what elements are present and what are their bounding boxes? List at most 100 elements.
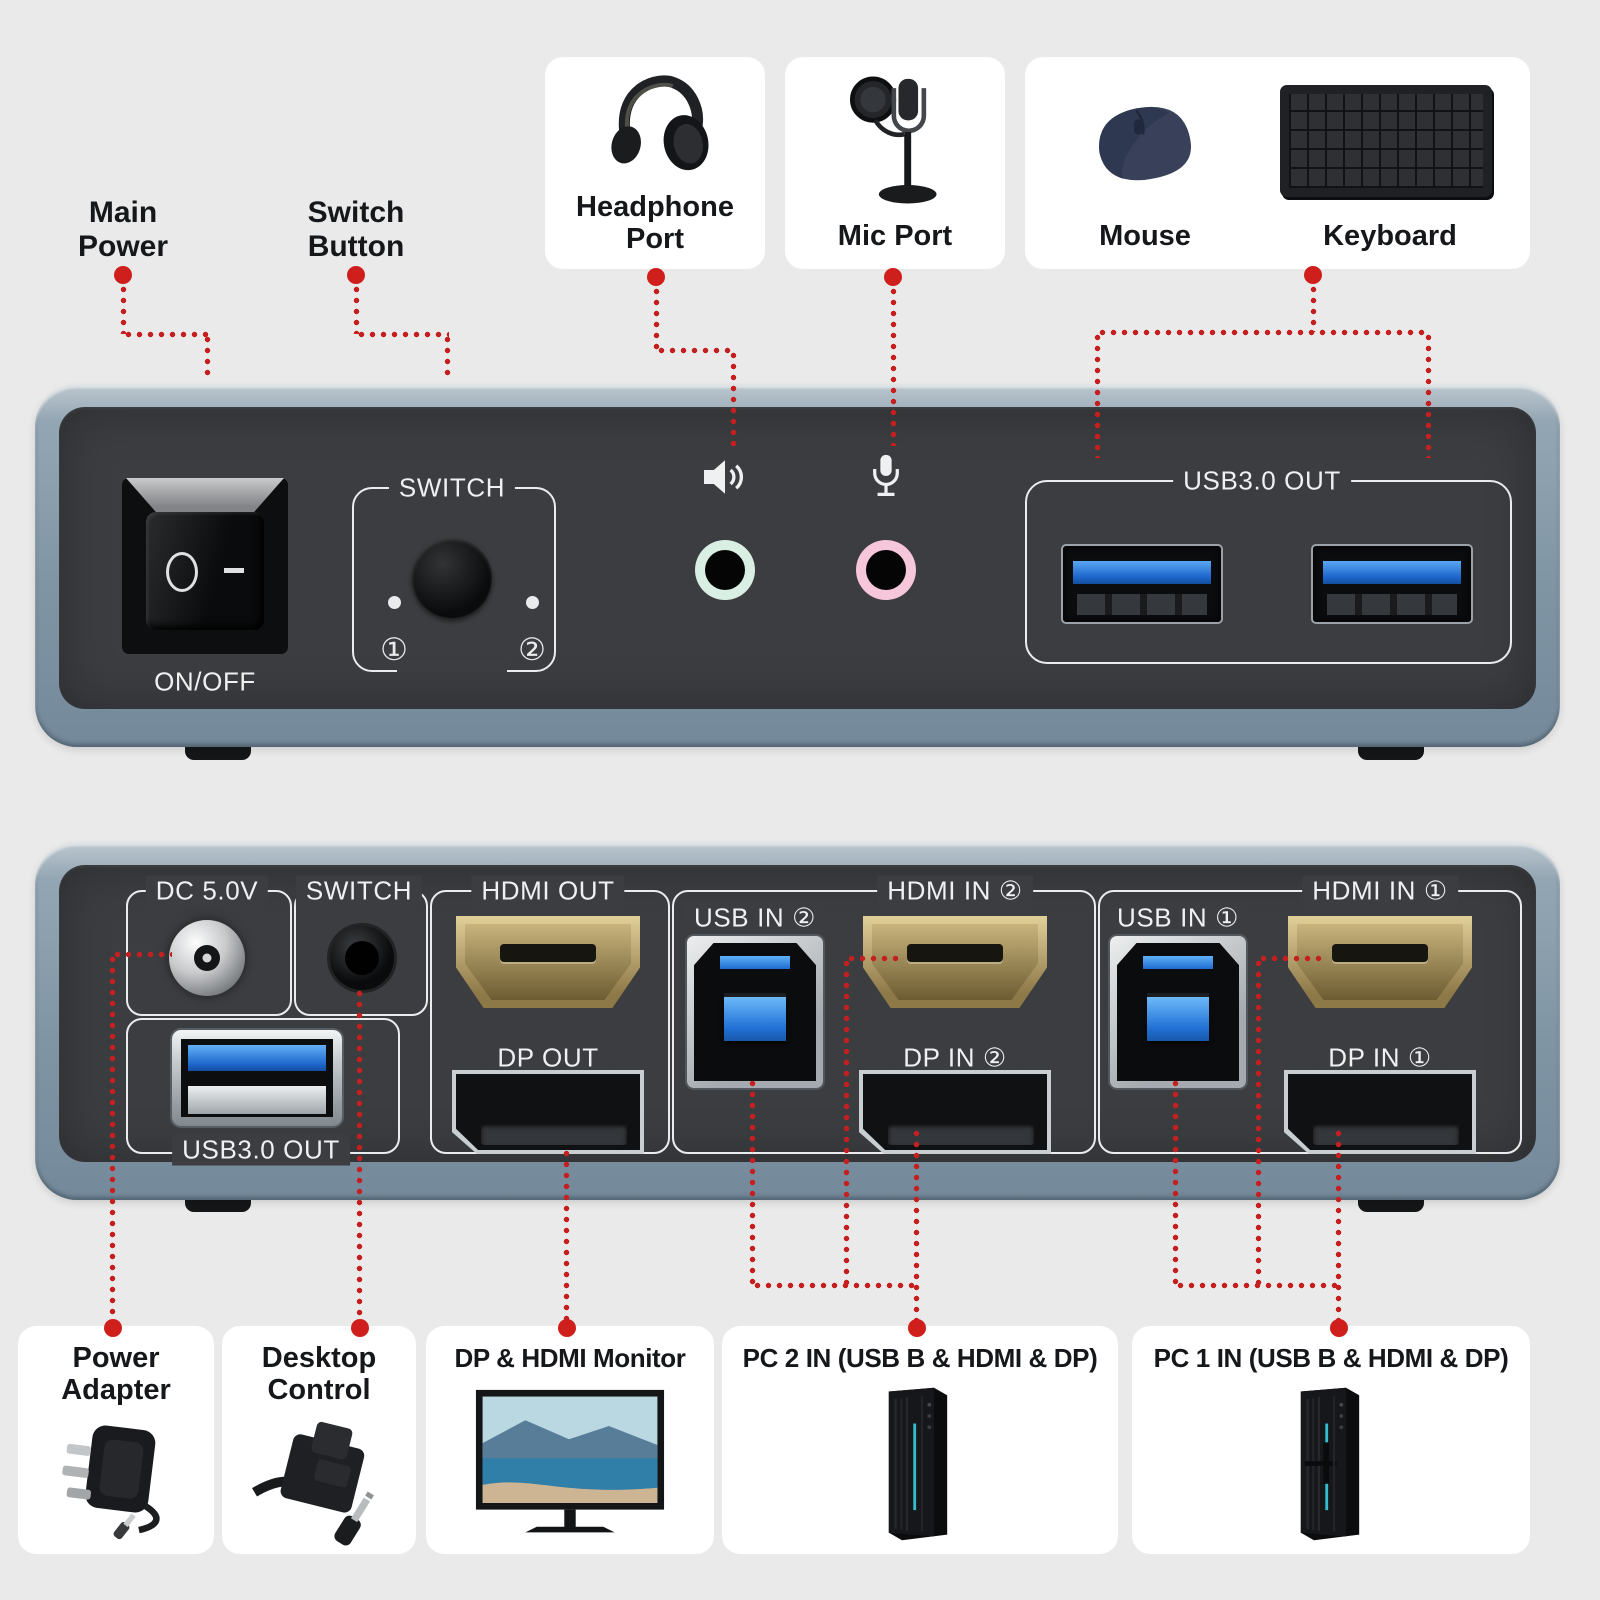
leader-line <box>843 958 850 1288</box>
leader-dot <box>104 1319 122 1337</box>
hdmi-out-port <box>456 916 640 1008</box>
leader-line <box>653 286 660 350</box>
leader-dot <box>908 1319 926 1337</box>
outline-gap <box>397 660 507 672</box>
device-foot <box>1358 745 1424 760</box>
front-usb-out-label: USB3.0 OUT <box>1173 465 1351 497</box>
leader-dot <box>558 1319 576 1337</box>
pc1-card: PC 1 IN (USB B & HDMI & DP) <box>1132 1326 1530 1554</box>
leader-line <box>120 284 127 334</box>
port2-indicator-label: ② <box>518 632 546 667</box>
dp-in1-port <box>1284 1070 1476 1154</box>
leader-line <box>109 954 116 1320</box>
usb-in1-port <box>1110 936 1246 1088</box>
dc-label: DC 5.0V <box>145 875 269 907</box>
mouse-keyboard-card: Mouse Keyboard <box>1025 57 1530 269</box>
headphone-card: Headphone Port <box>545 57 765 269</box>
rear-usb-out-label: USB3.0 OUT <box>172 1134 350 1166</box>
pc1-label: PC 1 IN (USB B & HDMI & DP) <box>1153 1343 1509 1373</box>
switch-push-button <box>412 538 492 618</box>
leader-dot <box>1304 266 1322 284</box>
desktop-control-label: Desktop Control <box>261 1342 377 1407</box>
desktop-control-icon <box>252 1412 386 1558</box>
pc2-label: PC 2 IN (USB B & HDMI & DP) <box>742 1343 1098 1373</box>
leader-line <box>730 350 737 452</box>
leader-line <box>1172 1078 1179 1288</box>
leader-dot <box>647 268 665 286</box>
mic-jack <box>856 540 916 600</box>
leader-dot <box>1330 1319 1348 1337</box>
device-foot <box>1358 1197 1424 1212</box>
mic-icon <box>869 452 903 500</box>
kvm-front-panel <box>35 385 1560 747</box>
leader-line <box>1258 955 1324 962</box>
usb-in1-label: USB IN ① <box>1106 902 1250 934</box>
hdmi-in1-label: HDMI IN ① <box>1302 875 1458 907</box>
monitor-label: DP & HDMI Monitor <box>454 1343 686 1373</box>
headphone-jack <box>695 540 755 600</box>
pc-tower-icon <box>874 1384 962 1544</box>
leader-line <box>1425 332 1432 458</box>
port1-indicator-label: ① <box>380 632 408 667</box>
power-rocker-switch <box>122 478 288 654</box>
usb-in2-port <box>687 936 823 1088</box>
power-adapter-label: Power Adapter <box>61 1342 171 1407</box>
power-off-symbol <box>166 552 198 592</box>
headphones-icon <box>575 65 735 187</box>
dp-out-label: DP OUT <box>487 1042 609 1074</box>
rear-switch-label: SWITCH <box>295 875 423 907</box>
leader-line <box>444 334 451 380</box>
monitor-card: DP & HDMI Monitor <box>426 1326 714 1554</box>
speaker-icon <box>701 456 749 498</box>
leader-line <box>1175 1282 1338 1289</box>
headphone-card-label: Headphone Port <box>576 191 734 256</box>
dp-in1-label: DP IN ① <box>1318 1042 1442 1074</box>
usb3-out-rear-port <box>172 1030 342 1126</box>
power-adapter-icon <box>56 1410 176 1552</box>
leader-line <box>204 334 211 380</box>
rocker-key <box>146 512 264 630</box>
leader-line <box>1097 329 1428 336</box>
pc-tower-icon <box>1286 1384 1374 1544</box>
rocker-bezel-highlight <box>126 478 284 514</box>
leader-line <box>656 347 735 354</box>
leader-line <box>1255 958 1262 1288</box>
leader-line <box>1094 332 1101 458</box>
power-on-symbol <box>224 568 244 573</box>
front-switch-label: SWITCH <box>388 472 516 504</box>
device-foot <box>185 745 251 760</box>
keyboard-icon <box>1280 85 1492 197</box>
mic-card-label: Mic Port <box>837 220 953 252</box>
usb-in2-label: USB IN ② <box>683 902 827 934</box>
front-face <box>59 407 1536 709</box>
leader-line <box>563 1148 570 1320</box>
led-indicator-1 <box>388 596 401 609</box>
switch-button-label: Switch Button <box>307 196 405 263</box>
remote-switch-jack <box>327 923 397 993</box>
leader-dot <box>347 266 365 284</box>
leader-line <box>749 1078 756 1288</box>
leader-line <box>1335 1128 1342 1320</box>
main-power-label: Main Power <box>77 196 169 263</box>
hdmi-in2-label: HDMI IN ② <box>877 875 1033 907</box>
leader-line <box>913 1128 920 1320</box>
mouse-card-label: Mouse <box>1099 220 1191 252</box>
dp-out-port <box>452 1070 644 1154</box>
leader-line <box>123 331 209 338</box>
leader-line <box>353 284 360 334</box>
hdmi-in1-port <box>1288 916 1472 1008</box>
leader-dot <box>114 266 132 284</box>
dp-in2-port <box>859 1070 1051 1154</box>
desktop-control-card: Desktop Control <box>222 1326 416 1554</box>
mic-card: Mic Port <box>785 57 1005 269</box>
led-indicator-2 <box>526 596 539 609</box>
leader-line <box>752 1282 916 1289</box>
power-adapter-card: Power Adapter <box>18 1326 214 1554</box>
leader-line <box>356 988 363 1320</box>
keyboard-card-label: Keyboard <box>1323 220 1457 252</box>
on-off-label: ON/OFF <box>154 666 256 697</box>
leader-dot <box>351 1319 369 1337</box>
dp-in2-label: DP IN ② <box>893 1042 1017 1074</box>
monitor-icon <box>470 1388 670 1540</box>
